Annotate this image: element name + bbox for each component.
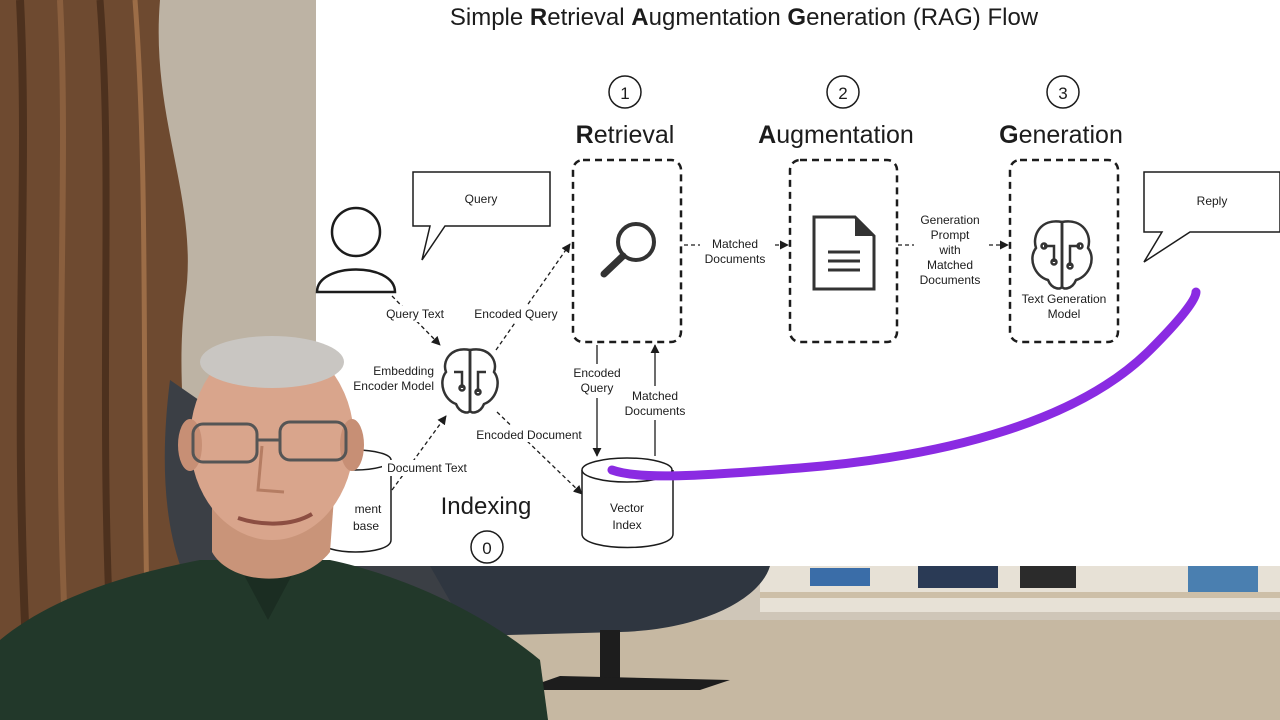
svg-text:1: 1 xyxy=(620,84,629,103)
edge-label-encoded-query-top: Encoded Query xyxy=(474,307,557,321)
stage-0-badge: 0 xyxy=(470,530,504,564)
generation-box xyxy=(1008,158,1120,344)
title-part: ugmentation xyxy=(649,4,788,31)
retrieval-box xyxy=(571,158,683,344)
svg-text:3: 3 xyxy=(1058,84,1067,103)
title-part: eneration (RAG) Flow xyxy=(806,4,1039,31)
stage-1-badge: 1 xyxy=(608,75,642,109)
bookshelf xyxy=(760,566,1280,612)
diagram-title: Simple Retrieval Augmentation Generation… xyxy=(450,4,1039,31)
reply-bubble: Reply xyxy=(1143,171,1280,263)
title-part: R xyxy=(530,4,547,31)
stage-augmentation-heading: Augmentation xyxy=(758,121,914,149)
svg-text:2: 2 xyxy=(838,84,847,103)
edge-label-query-text: Query Text xyxy=(386,307,444,321)
edge-label-document-text: Document Text xyxy=(387,461,467,475)
edge-label-encoded-document: Encoded Document xyxy=(476,428,582,442)
stage-2-badge: 2 xyxy=(826,75,860,109)
stage-generation-heading: Generation xyxy=(999,121,1123,149)
title-part: A xyxy=(631,4,648,31)
augmentation-box xyxy=(788,158,899,344)
slide xyxy=(316,0,1280,566)
svg-text:Query: Query xyxy=(465,192,498,206)
stage-3-badge: 3 xyxy=(1046,75,1080,109)
stage-retrieval-heading: Retrieval xyxy=(576,121,675,149)
query-bubble: Query xyxy=(412,171,551,261)
stage-indexing-heading: Indexing xyxy=(441,493,532,520)
svg-text:0: 0 xyxy=(482,539,491,558)
annotation-stroke xyxy=(607,287,1201,481)
magnifier-icon xyxy=(600,222,656,278)
brain-icon xyxy=(1031,220,1093,290)
title-part: etrieval xyxy=(547,4,631,31)
svg-text:Reply: Reply xyxy=(1197,194,1228,208)
title-part: G xyxy=(787,4,806,31)
document-icon xyxy=(812,215,876,291)
presenter-video xyxy=(0,336,548,720)
user-icon xyxy=(315,206,397,294)
embedding-brain-icon xyxy=(441,348,499,414)
title-part: Simple xyxy=(450,4,530,31)
